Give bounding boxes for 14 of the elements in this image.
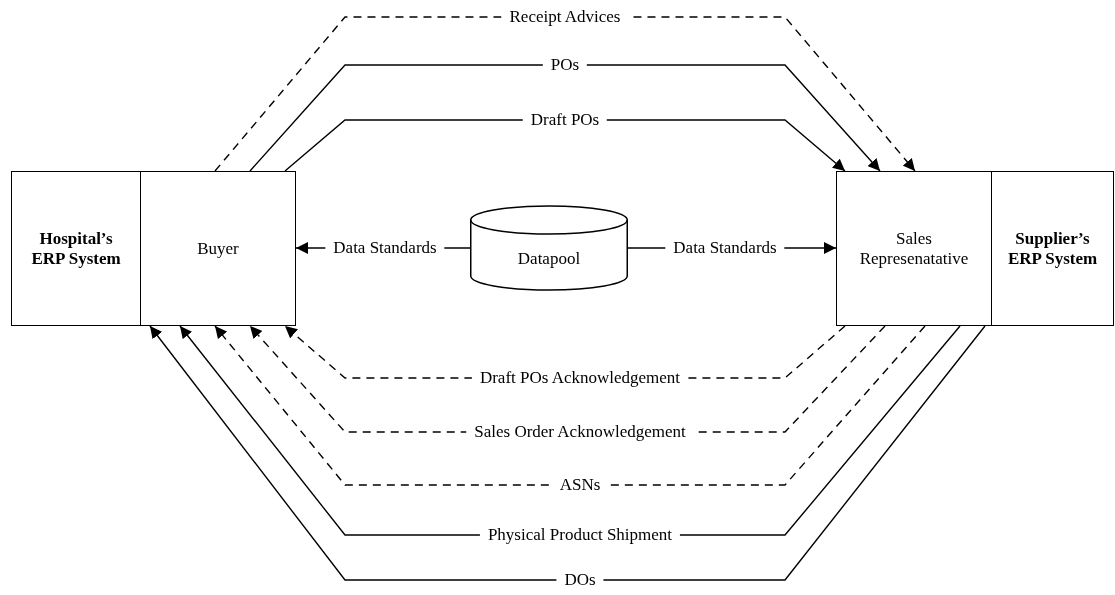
arrow (249, 64, 881, 172)
node-label: Datapool (517, 249, 581, 269)
node-label: Supplier’s ERP System (1006, 228, 1099, 269)
process-box (140, 171, 296, 326)
arrow (149, 325, 986, 581)
process-box (836, 171, 992, 326)
node-label: Hospital’s ERP System (30, 228, 122, 269)
dashed-arrow (214, 325, 926, 486)
process-box (11, 171, 141, 326)
node-label: Buyer (197, 238, 239, 259)
edge-label: Sales Order Acknowledgement (466, 422, 694, 442)
process-box (991, 171, 1114, 326)
edge-label: Physical Product Shipment (479, 525, 681, 545)
node-label: Sales Represenatative (858, 228, 970, 269)
